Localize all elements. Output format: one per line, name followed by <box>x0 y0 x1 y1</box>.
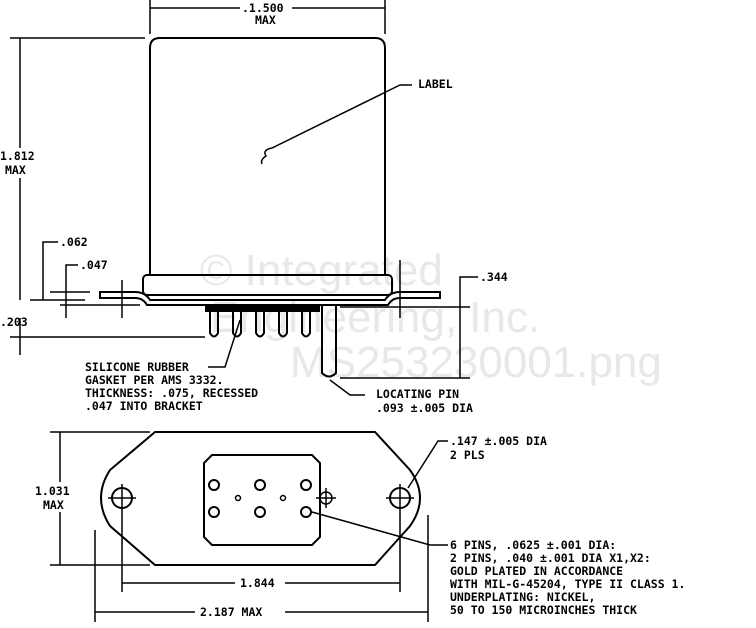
svg-text:THICKNESS: .075, RECESSED: THICKNESS: .075, RECESSED <box>85 386 258 400</box>
svg-text:WITH MIL-G-45204, TYPE II CLAS: WITH MIL-G-45204, TYPE II CLASS 1. <box>450 577 685 591</box>
dim-062: .062 <box>60 235 88 249</box>
bottom-height-dimension: 1.031 <box>35 484 70 498</box>
gasket <box>205 305 320 312</box>
svg-text:LOCATING PIN: LOCATING PIN <box>376 387 459 401</box>
overall-width-dimension: 2.187 MAX <box>200 605 262 619</box>
gasket-note: SILICONE RUBBER GASKET PER AMS 3332. THI… <box>85 360 258 413</box>
pin-note: 6 PINS, .0625 ±.001 DIA: 2 PINS, .040 ±.… <box>450 538 685 617</box>
header-pins <box>208 479 336 518</box>
dim-203: .203 <box>0 315 28 329</box>
width-dimension-sub: MAX <box>255 13 276 27</box>
svg-text:GOLD PLATED IN ACCORDANCE: GOLD PLATED IN ACCORDANCE <box>450 564 623 578</box>
height-dimension: 1.812 <box>0 149 35 163</box>
svg-text:6 PINS, .0625 ±.001 DIA:: 6 PINS, .0625 ±.001 DIA: <box>450 538 616 552</box>
svg-text:MS253230001.png: MS253230001.png <box>290 338 662 387</box>
svg-text:.047 INTO BRACKET: .047 INTO BRACKET <box>85 399 203 413</box>
svg-text:© Integrated: © Integrated <box>200 246 443 295</box>
bottom-height-dimension-sub: MAX <box>43 498 64 512</box>
locating-pin-note: LOCATING PIN .093 ±.005 DIA <box>376 387 473 415</box>
svg-text:2 PLS: 2 PLS <box>450 448 485 462</box>
bracket-outline <box>100 431 421 566</box>
pins <box>209 312 311 338</box>
label-callout: LABEL <box>418 77 453 91</box>
can-body <box>149 37 386 275</box>
svg-text:50 TO 150 MICROINCHES THICK: 50 TO 150 MICROINCHES THICK <box>450 603 637 617</box>
svg-text:SILICONE RUBBER: SILICONE RUBBER <box>85 360 189 374</box>
svg-text:.093 ±.005 DIA: .093 ±.005 DIA <box>376 401 473 415</box>
dim-047: .047 <box>80 258 108 272</box>
header-flange <box>142 274 393 296</box>
watermark: © Integrated Engineering, Inc. MS2532300… <box>200 246 662 387</box>
svg-text:UNDERPLATING: NICKEL,: UNDERPLATING: NICKEL, <box>450 590 595 604</box>
locating-pin <box>321 305 337 378</box>
mounting-bracket <box>99 291 441 306</box>
svg-text:.147 ±.005 DIA: .147 ±.005 DIA <box>450 434 547 448</box>
side-view: .1.500 MAX 1.812 MAX LABEL .062 .047 .20… <box>0 0 508 415</box>
hole-spacing-dimension: 1.844 <box>240 576 275 590</box>
svg-text:2 PINS, .040 ±.001 DIA X1,X2:: 2 PINS, .040 ±.001 DIA X1,X2: <box>450 551 651 565</box>
svg-text:GASKET PER AMS 3332.: GASKET PER AMS 3332. <box>85 373 223 387</box>
hole-note: .147 ±.005 DIA 2 PLS <box>450 434 547 462</box>
svg-text:Engineering, Inc.: Engineering, Inc. <box>210 293 540 342</box>
bottom-view: 1.031 MAX 1.844 2.187 MAX .147 ±.005 DIA… <box>35 431 685 622</box>
header-body <box>203 454 321 546</box>
dim-344: .344 <box>480 270 508 284</box>
height-dimension-sub: MAX <box>5 163 26 177</box>
width-dimension: .1.500 <box>242 1 284 15</box>
